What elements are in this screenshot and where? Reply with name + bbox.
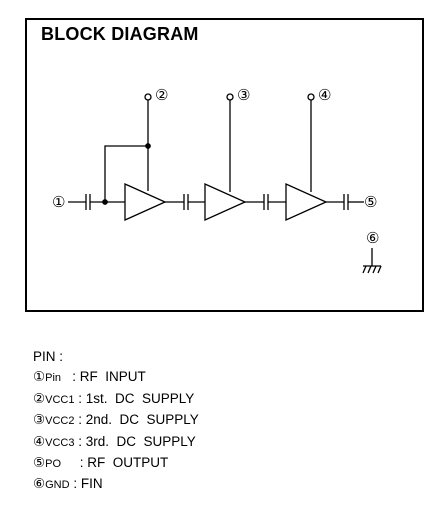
pin-4-marker: ④ (318, 86, 331, 104)
pin-description: RF INPUT (76, 369, 146, 385)
pin-number: ④ (33, 433, 46, 449)
pin-description: 2nd. DC SUPPLY (81, 412, 199, 428)
pin-label: Pin (45, 372, 62, 385)
pin-label: VCC3 (45, 436, 75, 449)
pin-colon: : (74, 390, 82, 406)
pin-colon: : (61, 369, 77, 385)
amplifier-stage-1 (124, 182, 167, 222)
pin-legend-header: PIN : (33, 349, 64, 364)
pin-row-2: ②VCC1 : 1st. DC SUPPLY (33, 389, 199, 410)
pin-row-4: ④VCC3 : 3rd. DC SUPPLY (33, 432, 199, 453)
amplifier-stage-2 (204, 182, 247, 222)
pin-2-terminal (144, 93, 152, 101)
pin-label: PO (45, 458, 62, 471)
pin-number: ⑤ (33, 455, 46, 471)
pin-label: VCC2 (45, 415, 75, 428)
coupling-capacitor-1 (183, 194, 189, 210)
pin-3-marker: ③ (237, 86, 250, 104)
block-diagram-frame (25, 18, 424, 312)
amplifier-stage-3 (285, 182, 328, 222)
pin-5-marker: ⑤ (364, 193, 377, 211)
ground-symbol (362, 248, 382, 274)
pin-number: ① (33, 369, 46, 385)
pin-description: 1st. DC SUPPLY (81, 390, 195, 406)
pin-3-terminal (226, 93, 234, 101)
pin-row-3: ③VCC2 : 2nd. DC SUPPLY (33, 410, 199, 431)
diagram-title: BLOCK DIAGRAM (41, 24, 199, 44)
pin-row-6: ⑥GND : FIN (33, 474, 199, 495)
output-capacitor (343, 194, 349, 210)
pin-number: ⑥ (33, 476, 46, 492)
pin-colon: : (74, 433, 82, 449)
coupling-capacitor-2 (263, 194, 269, 210)
pin-2-marker: ② (155, 86, 168, 104)
pin-6-marker: ⑥ (366, 229, 379, 247)
pin-row-1: ①Pin : RF INPUT (33, 367, 199, 388)
pin-4-terminal (307, 93, 315, 101)
pin-number: ③ (33, 412, 46, 428)
pin-description: 3rd. DC SUPPLY (81, 433, 196, 449)
pin-label: GND (45, 479, 70, 492)
pin-row-5: ⑤PO : RF OUTPUT (33, 453, 199, 474)
pin-label: VCC1 (45, 393, 75, 406)
pin-colon: : (74, 412, 82, 428)
input-capacitor (85, 194, 91, 210)
pin-description: FIN (77, 476, 103, 492)
pin-number: ② (33, 390, 46, 406)
pin-1-marker: ① (52, 193, 65, 211)
pin-colon: : (61, 455, 84, 471)
pin-colon: : (69, 476, 78, 492)
pin-description: RF OUTPUT (83, 455, 169, 471)
pin-legend: PIN : ①Pin : RF INPUT ②VCC1 : 1st. DC SU… (33, 347, 199, 496)
